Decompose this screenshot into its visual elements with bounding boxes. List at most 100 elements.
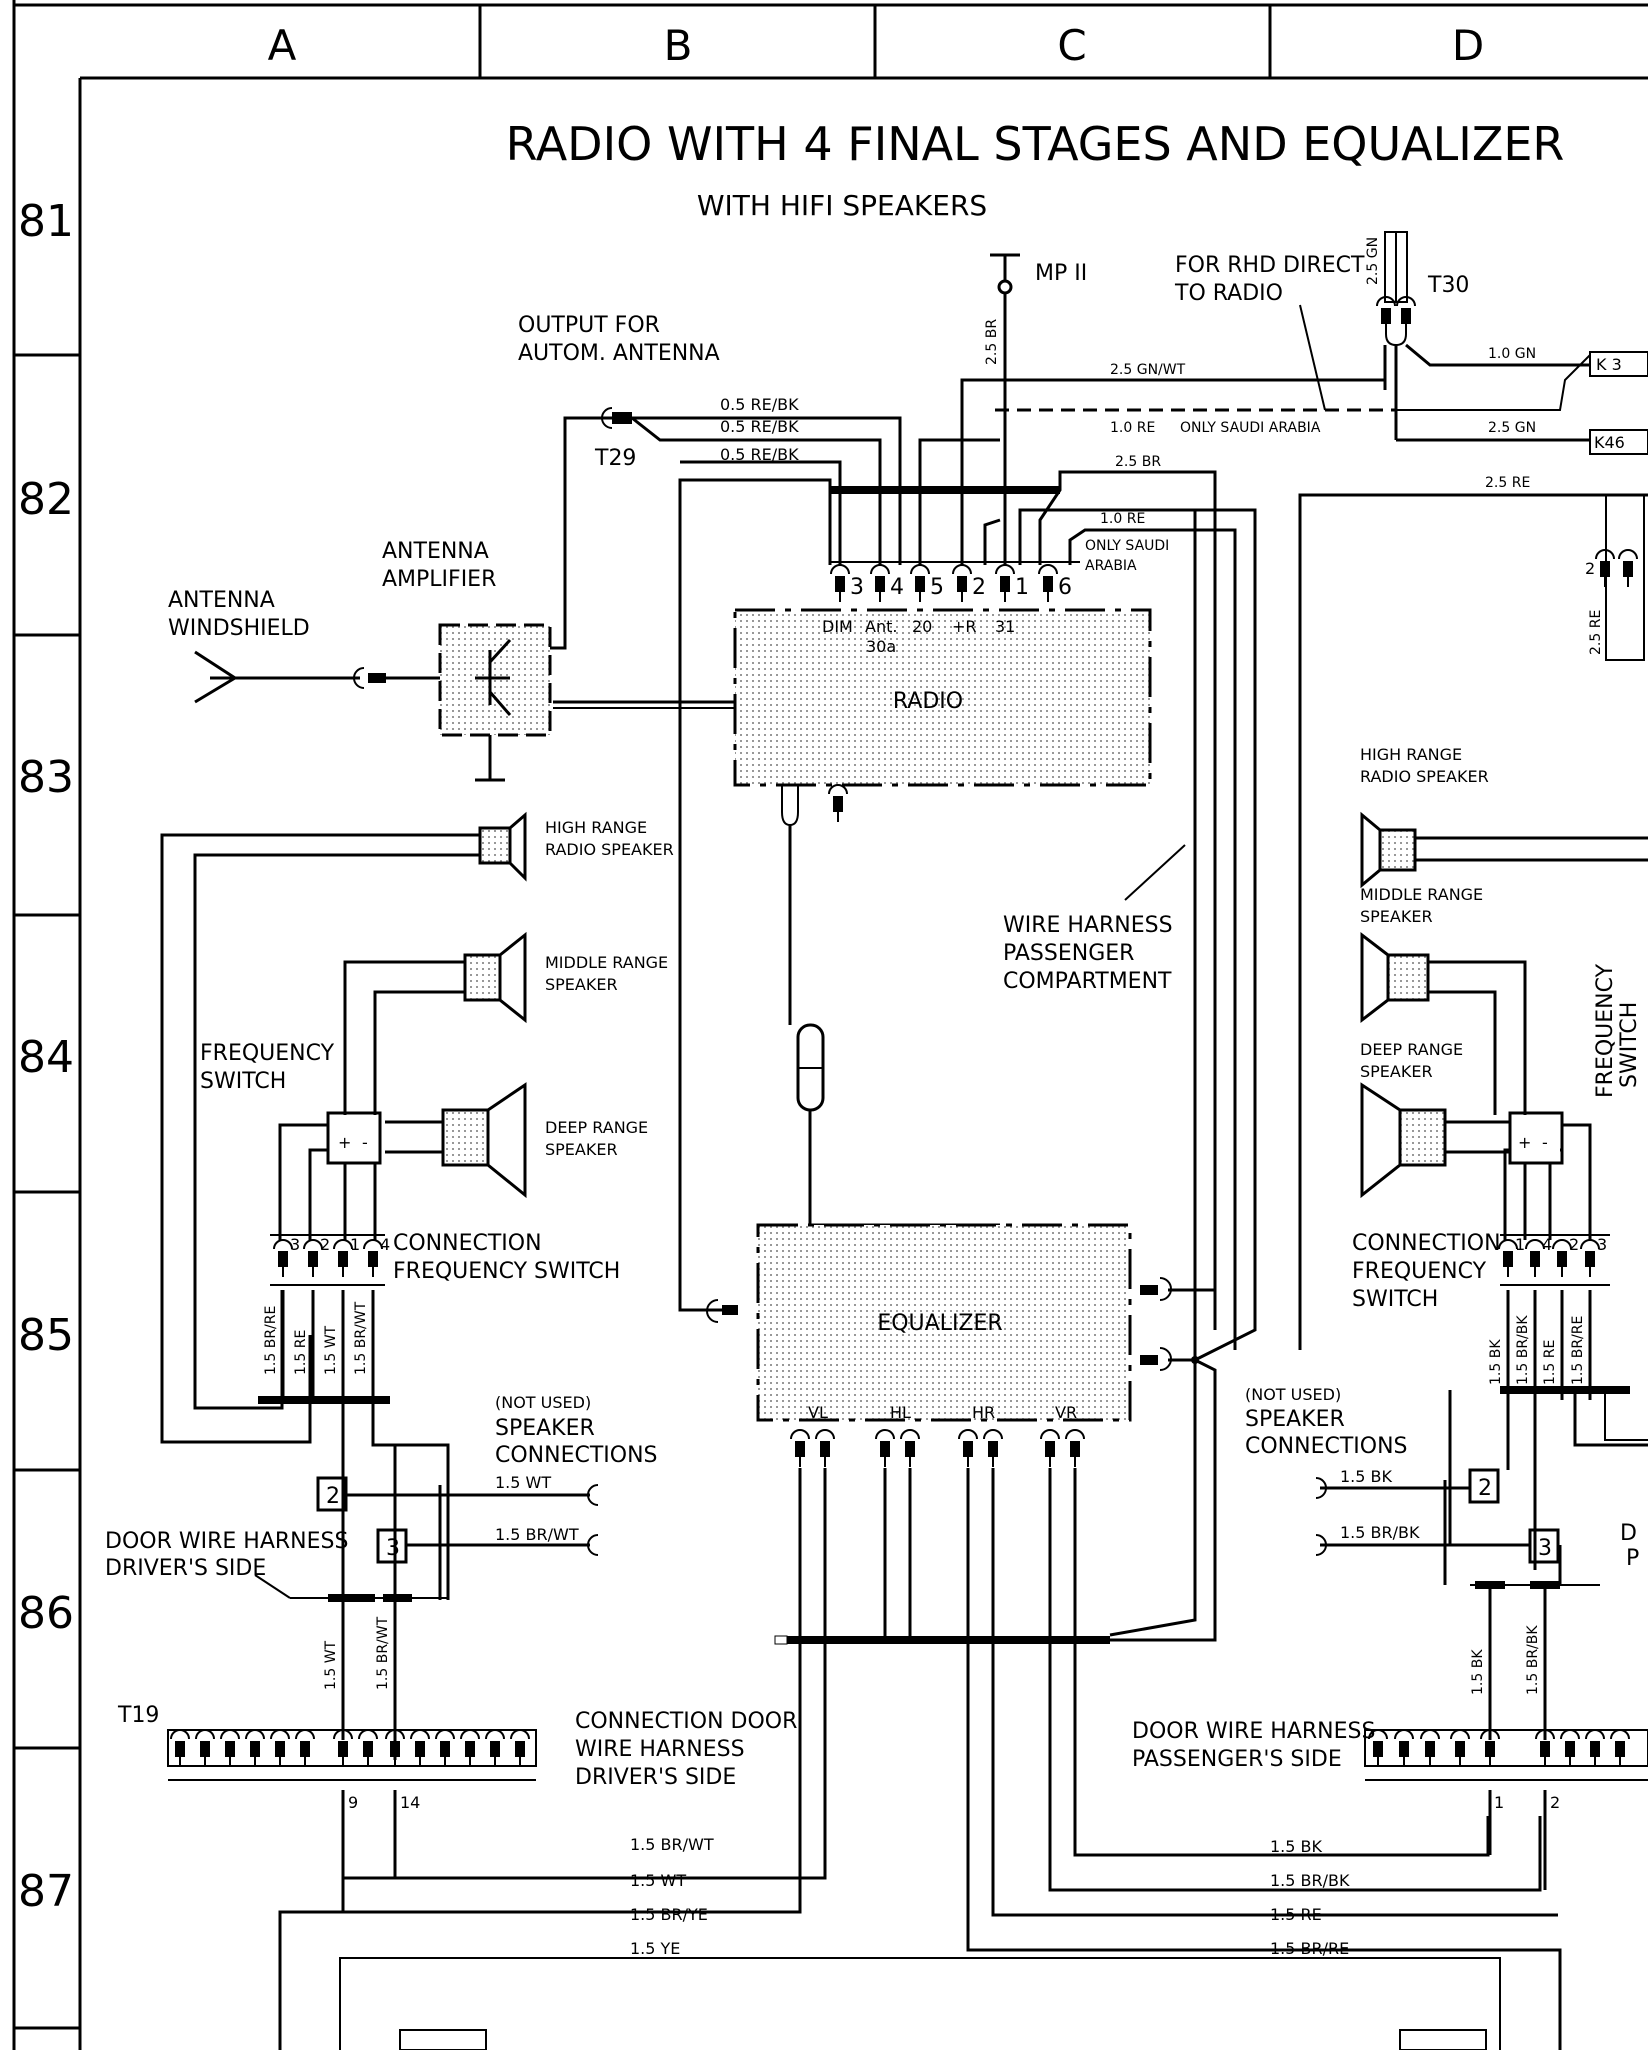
- column-header-a: A: [268, 21, 297, 70]
- middle-range-speaker-left: [463, 931, 527, 1024]
- frequency-switch-left: [326, 1111, 382, 1165]
- conn-fs-r-label-3: SWITCH: [1352, 1287, 1438, 1312]
- deep-range-label-2: SPEAKER: [545, 1140, 618, 1159]
- wire-label: 1.5 BR/BK: [1525, 1625, 1541, 1695]
- conn-fs-r-label-2: FREQUENCY: [1352, 1259, 1487, 1284]
- wire-label: 1.5 BK: [1470, 1649, 1486, 1695]
- wire-label: 2.5 RE: [1485, 475, 1530, 491]
- mid-range-label-1: MIDDLE RANGE: [545, 953, 668, 972]
- wire-label: 2.5 RE: [1588, 610, 1604, 655]
- radio-pin-label: 1: [1015, 575, 1029, 600]
- diagram-subtitle: WITH HIFI SPEAKERS: [697, 189, 987, 222]
- wire-label: 1.5 BR/RE: [263, 1306, 279, 1375]
- equalizer-unit: [756, 1223, 1132, 1422]
- conn-fs-r-label-1: CONNECTION: [1352, 1231, 1501, 1256]
- row-label-87: 87: [18, 1866, 74, 1917]
- harness-note-line3: COMPARTMENT: [1003, 969, 1172, 994]
- t29-label: T29: [594, 446, 636, 471]
- radio-terminal: DIM: [822, 617, 853, 636]
- k46-label: K46: [1594, 433, 1625, 452]
- wire-label: 1.5 BR/WT: [353, 1301, 369, 1375]
- antenna-symbol: [194, 650, 440, 704]
- row-label-81: 81: [18, 196, 74, 247]
- wire-label: 1.0 RE: [1100, 511, 1145, 527]
- antenna-ws-line1: ANTENNA: [168, 588, 275, 613]
- wire-label: 1.5 BR/RE: [1570, 1316, 1586, 1385]
- fs-pin-label: 2: [1569, 1235, 1579, 1254]
- radio-pin-label: 2: [972, 575, 986, 600]
- high-range-label-1: HIGH RANGE: [545, 818, 647, 837]
- not-used-r-label-2: SPEAKER: [1245, 1407, 1345, 1432]
- harness-note-line1: WIRE HARNESS: [1003, 913, 1173, 938]
- wire-label: 1.5 BK: [1340, 1467, 1393, 1486]
- wire-label: 2.5 GN: [1488, 420, 1536, 436]
- plus-sign: +: [338, 1133, 351, 1152]
- k3-box: [1589, 351, 1648, 377]
- only-saudi-line2: ARABIA: [1085, 558, 1137, 574]
- mid-range-label-2: SPEAKER: [545, 975, 618, 994]
- row-label-85: 85: [18, 1310, 74, 1361]
- fs-pin-label: 4: [380, 1235, 390, 1254]
- column-header-c: C: [1057, 21, 1086, 70]
- grid-frame: [12, 0, 1648, 2050]
- antenna-ws-line2: WINDSHIELD: [168, 616, 310, 641]
- output-note-line2: AUTOM. ANTENNA: [518, 341, 720, 366]
- t19-label: T19: [117, 1703, 159, 1728]
- wire-label: 1.5 BK: [1270, 1837, 1323, 1856]
- fs-pin-label: 3: [1597, 1235, 1607, 1254]
- high-range-r-label-1: HIGH RANGE: [1360, 745, 1462, 764]
- high-range-label-2: RADIO SPEAKER: [545, 840, 674, 859]
- not-used-label-3: CONNECTIONS: [495, 1443, 658, 1468]
- middle-range-speaker-right: [1360, 931, 1430, 1024]
- t30-label: T30: [1427, 273, 1469, 298]
- radio-terminal: 20: [912, 617, 932, 636]
- radio-pin-label: 3: [850, 575, 864, 600]
- pin-label: 2: [1585, 559, 1595, 578]
- deep-range-speaker-left: [441, 1082, 527, 1199]
- high-range-speaker-left: [478, 811, 527, 882]
- rhd-note-line1: FOR RHD DIRECT: [1175, 253, 1365, 278]
- t19-pin-label: 9: [348, 1793, 358, 1812]
- right-connector: [1605, 494, 1645, 661]
- output-note-line1: OUTPUT FOR: [518, 313, 660, 338]
- t29-connector: [563, 407, 902, 640]
- wire-label: 1.5 BR/WT: [630, 1835, 714, 1854]
- column-header-b: B: [664, 21, 693, 70]
- row-label-83: 83: [18, 752, 74, 803]
- passenger-door-pins: [1368, 1729, 1630, 1768]
- radio-pin-label: 6: [1058, 575, 1072, 600]
- conn-door-label-2: WIRE HARNESS: [575, 1737, 745, 1762]
- deep-range-r-label-2: SPEAKER: [1360, 1062, 1433, 1081]
- wire-label: 0.5 RE/BK: [720, 395, 799, 414]
- not-used-r-label-1: (NOT USED): [1245, 1385, 1341, 1404]
- radio-pin-label: 4: [890, 575, 904, 600]
- fs-pin-label: 1: [350, 1235, 360, 1254]
- box-label: 3: [386, 1536, 400, 1561]
- wire-label: 1.5 BR/YE: [630, 1905, 708, 1924]
- freq-switch-label-2: SWITCH: [200, 1069, 286, 1094]
- wire-label: 1.5 WT: [323, 1325, 339, 1375]
- equalizer-output: HR: [972, 1403, 995, 1422]
- transistor-symbol: [475, 638, 512, 716]
- wire-label: 1.5 WT: [495, 1473, 551, 1492]
- column-header-d: D: [1452, 21, 1484, 70]
- row-label-84: 84: [18, 1032, 74, 1083]
- cut-off-label: D: [1620, 1521, 1637, 1546]
- wire-label: 1.5 BR/WT: [375, 1616, 391, 1690]
- wire-label: 1.5 WT: [630, 1871, 686, 1890]
- fs-pin-label: 3: [290, 1235, 300, 1254]
- box-label: 2: [326, 1484, 340, 1509]
- k3-label: K 3: [1596, 355, 1622, 374]
- wire-label: 1.5 RE: [293, 1330, 309, 1375]
- wire-label: 1.5 BK: [1488, 1339, 1504, 1385]
- mp-ground-point: [990, 253, 1020, 565]
- row-label-82: 82: [18, 474, 74, 525]
- wire-label: 1.0 GN: [1488, 346, 1536, 362]
- k46-box: [1589, 429, 1648, 455]
- wire-label: 0.5 RE/BK: [720, 417, 799, 436]
- not-used-label-1: (NOT USED): [495, 1393, 591, 1412]
- high-range-speaker-right: [1360, 811, 1417, 889]
- wire-label: 1.5 BR/BK: [1340, 1523, 1420, 1542]
- conn-fs-label-2: FREQUENCY SWITCH: [393, 1259, 620, 1284]
- wire-label: 2.5 GN: [1365, 237, 1381, 285]
